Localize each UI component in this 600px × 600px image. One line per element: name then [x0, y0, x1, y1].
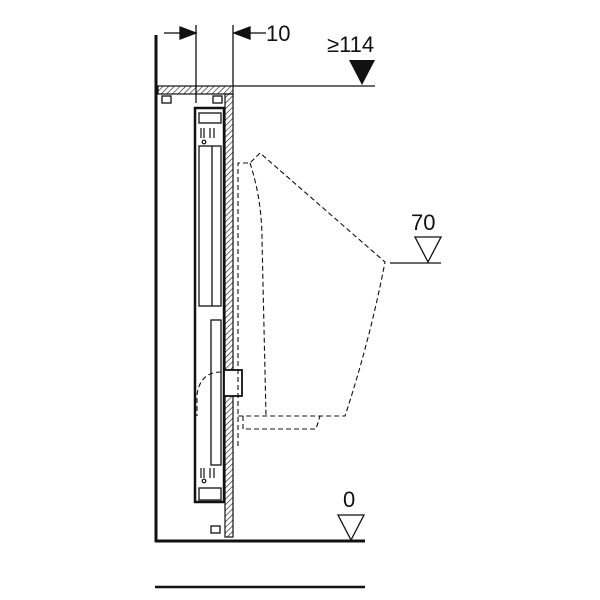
urinal-outline — [196, 152, 386, 446]
top-height-label: ≥114 — [327, 32, 374, 57]
outline-level-marker-icon — [413, 236, 443, 264]
gap-dimension — [164, 25, 266, 103]
bracket-icon — [161, 95, 223, 534]
installation-frame — [193, 106, 226, 504]
urinal-height-label: 70 — [411, 210, 435, 235]
connection-block — [223, 369, 243, 397]
gap-label: 10 — [266, 21, 290, 46]
floor-level-marker-icon — [336, 514, 366, 542]
floor-label: 0 — [343, 487, 355, 512]
filled-level-marker-icon — [349, 60, 375, 85]
